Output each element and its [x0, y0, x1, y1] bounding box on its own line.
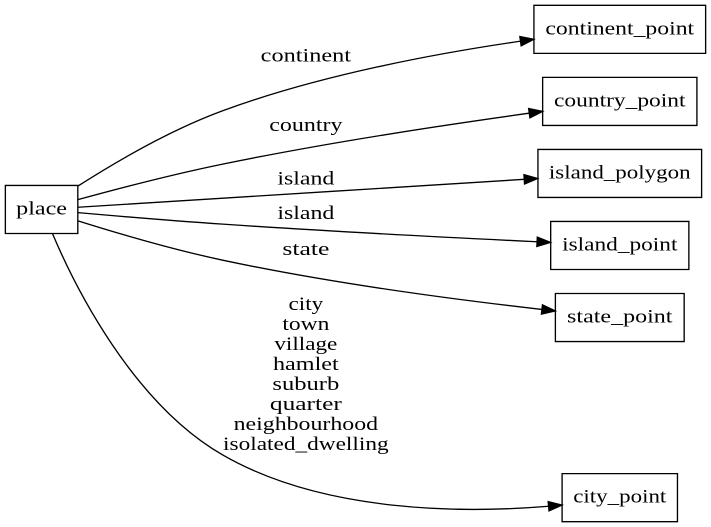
svg-text:continent_point: continent_point	[545, 18, 695, 39]
svg-text:continent: continent	[261, 46, 352, 67]
svg-text:town: town	[282, 314, 330, 335]
svg-text:country_point: country_point	[554, 90, 687, 111]
svg-text:hamlet: hamlet	[273, 354, 340, 375]
svg-text:village: village	[274, 334, 337, 355]
svg-text:island_polygon: island_polygon	[549, 162, 692, 183]
svg-text:suburb: suburb	[272, 374, 339, 395]
svg-text:neighbourhood: neighbourhood	[234, 414, 379, 435]
svg-text:country: country	[269, 115, 343, 136]
svg-text:city: city	[289, 294, 324, 315]
svg-text:isolated_dwelling: isolated_dwelling	[223, 434, 389, 455]
svg-text:place: place	[16, 198, 67, 219]
svg-text:island: island	[277, 203, 335, 224]
svg-text:state_point: state_point	[567, 307, 673, 328]
svg-text:island: island	[277, 168, 335, 189]
svg-text:city_point: city_point	[573, 487, 667, 508]
svg-text:island_point: island_point	[562, 234, 678, 255]
svg-text:state: state	[282, 239, 329, 260]
svg-text:quarter: quarter	[270, 394, 343, 415]
